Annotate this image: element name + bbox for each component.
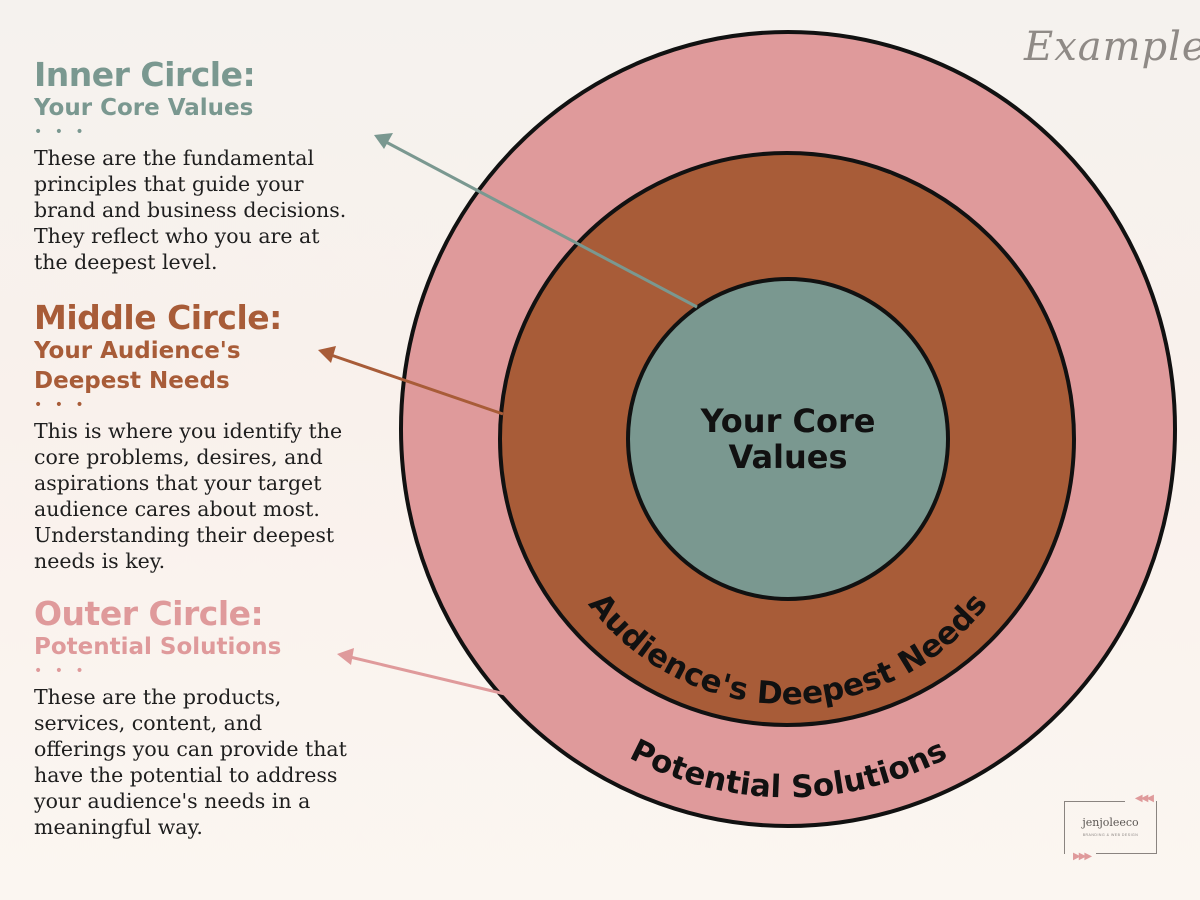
middle-circle-section: Middle Circle: Your Audience's Deepest N… bbox=[34, 300, 354, 574]
inner-circle-title: Inner Circle: bbox=[34, 55, 256, 94]
inner-arrow bbox=[374, 133, 698, 309]
middle-circle-dots: • • • bbox=[34, 397, 88, 413]
logo-arrows-icon: ▶▶▶ bbox=[1073, 851, 1092, 862]
inner-circle-subtitle: Your Core Values bbox=[34, 95, 254, 121]
middle-circle-title: Middle Circle: bbox=[34, 298, 282, 337]
inner-circle bbox=[626, 277, 950, 601]
inner-circle-dots: • • • bbox=[34, 124, 88, 140]
middle-circle-subtitle: Your Audience's Deepest Needs bbox=[34, 338, 241, 394]
brand-logo: ◀◀◀ jenjoleeco BRANDING & WEB DESIGN ▶▶▶ bbox=[1064, 793, 1157, 862]
middle-arrow bbox=[318, 346, 504, 416]
outer-circle-subtitle: Potential Solutions bbox=[34, 634, 282, 660]
inner-circle-description: These are the fundamental principles tha… bbox=[34, 146, 347, 274]
inner-circle-label-line1: Your Core bbox=[700, 402, 876, 440]
inner-circle-label-line2: Values bbox=[728, 438, 847, 476]
outer-circle-description: These are the products, services, conten… bbox=[34, 685, 347, 839]
outer-circle-section: Outer Circle: Potential Solutions • • • … bbox=[34, 596, 354, 840]
outer-circle-dots: • • • bbox=[34, 663, 88, 679]
logo-name: jenjoleeco bbox=[1082, 816, 1139, 829]
example-label: Example: bbox=[1024, 24, 1200, 70]
outer-circle-title: Outer Circle: bbox=[34, 594, 264, 633]
inner-circle-section: Inner Circle: Your Core Values • • • The… bbox=[34, 57, 354, 275]
middle-circle-description: This is where you identify the core prob… bbox=[34, 419, 343, 573]
logo-tagline: BRANDING & WEB DESIGN bbox=[1082, 833, 1139, 837]
outer-arrow bbox=[337, 648, 506, 696]
logo-arrows-icon: ◀◀◀ bbox=[1134, 793, 1154, 804]
